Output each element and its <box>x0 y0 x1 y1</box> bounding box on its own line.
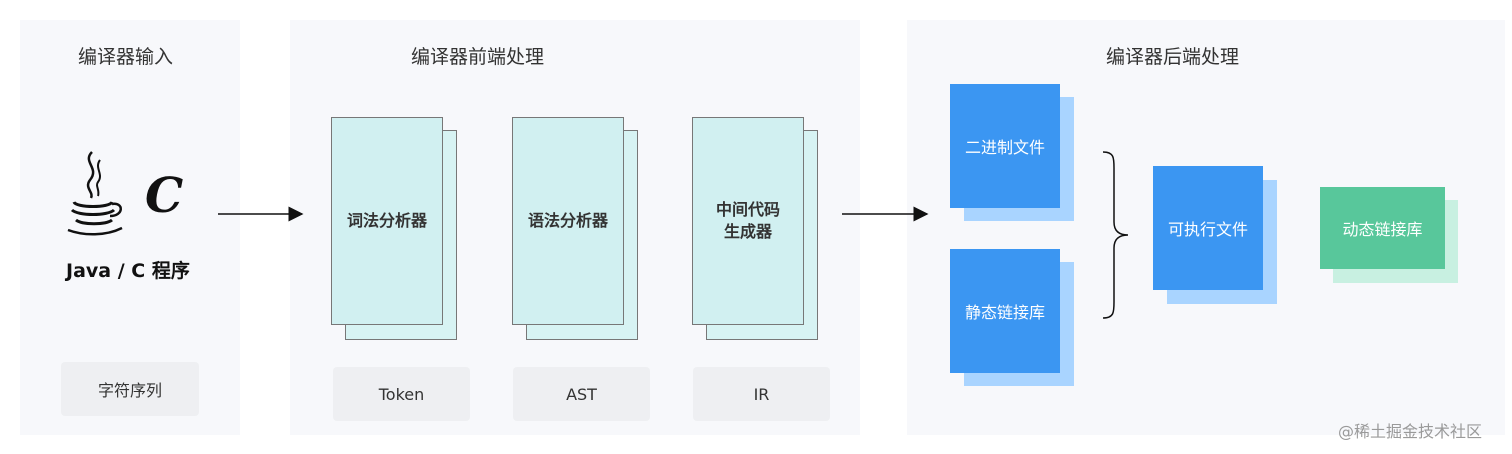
ir-tag: IR <box>693 367 830 421</box>
program-label: Java / C 程序 <box>66 260 190 282</box>
java-coffee-cup-icon <box>67 151 123 236</box>
char-sequence-tag: 字符序列 <box>61 362 199 416</box>
token-tag: Token <box>333 367 470 421</box>
frontend-panel-title: 编译器前端处理 <box>411 46 545 68</box>
backend-panel-title: 编译器后端处理 <box>1106 46 1240 68</box>
ir-generator-label-line1: 中间代码 <box>715 200 780 219</box>
dynamic-lib-label: 动态链接库 <box>1342 220 1423 239</box>
static-lib-label: 静态链接库 <box>964 303 1045 322</box>
c-language-icon: C <box>145 168 184 224</box>
binary-file-card: 二进制文件 <box>950 84 1060 208</box>
ast-tag: AST <box>513 367 650 421</box>
static-lib-card: 静态链接库 <box>950 249 1060 373</box>
executable-card: 可执行文件 <box>1153 166 1263 290</box>
ir-generator-label-line2: 生成器 <box>723 222 772 241</box>
input-panel-title: 编译器输入 <box>78 46 174 68</box>
lexer-card: 词法分析器 <box>331 117 443 325</box>
curly-brace-icon <box>1102 151 1129 319</box>
executable-label: 可执行文件 <box>1167 220 1248 239</box>
binary-file-label: 二进制文件 <box>964 138 1045 157</box>
dynamic-lib-card: 动态链接库 <box>1320 187 1445 269</box>
ir-generator-card: 中间代码 生成器 <box>692 117 804 325</box>
parser-card: 语法分析器 <box>512 117 624 325</box>
parser-label: 语法分析器 <box>527 211 608 230</box>
lexer-label: 词法分析器 <box>346 211 427 230</box>
watermark: @稀土掘金技术社区 <box>1338 422 1483 441</box>
